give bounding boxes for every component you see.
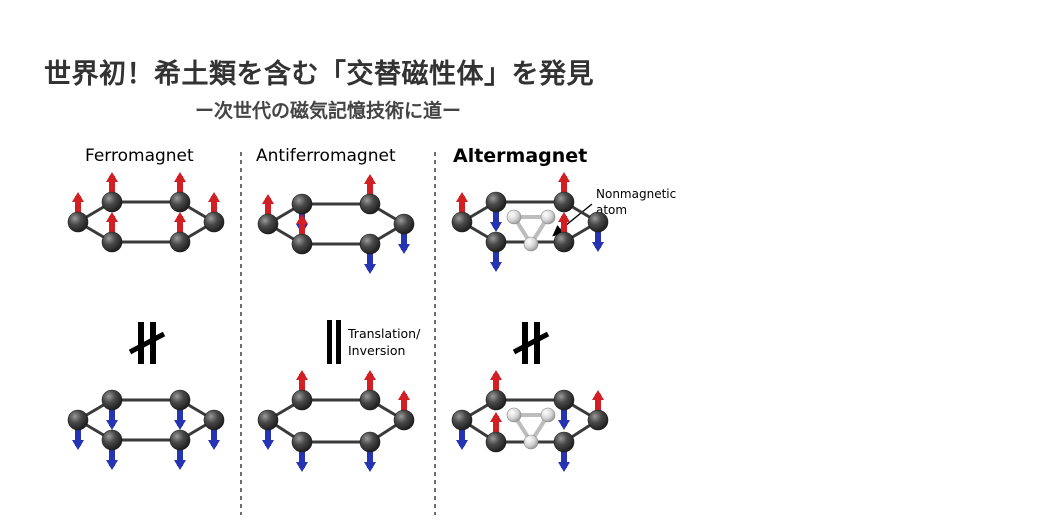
nonmagnetic-label-line1: Nonmagnetic — [596, 187, 676, 201]
symmetry-label-line1: Translation/ — [347, 326, 421, 341]
panel-label-antiferromagnet: Antiferromagnet — [256, 146, 396, 166]
panel-label-ferromagnet: Ferromagnet — [85, 146, 194, 166]
page-subtitle: ー次世代の磁気記憶技術に道ー — [195, 100, 462, 122]
page-title: 世界初！希土類を含む「交替磁性体」を発見 — [44, 59, 594, 90]
not-equal-symbol-ferromagnet — [128, 322, 166, 364]
nonmagnetic-pointer-arrow — [552, 203, 593, 237]
not-equal-symbol-altermagnet — [512, 322, 550, 364]
ferromagnet-bottom — [67, 389, 225, 470]
ferromagnet-top — [67, 172, 225, 253]
altermagnet-bottom — [451, 370, 609, 472]
panel-label-altermagnet: Altermagnet — [453, 145, 587, 167]
altermagnet-top — [451, 172, 609, 272]
antiferromagnet-top — [257, 174, 415, 274]
antiferromagnet-bottom — [257, 370, 415, 472]
symmetry-label-line2: Inversion — [348, 343, 405, 358]
equal-symbol-antiferromagnet — [327, 320, 341, 364]
